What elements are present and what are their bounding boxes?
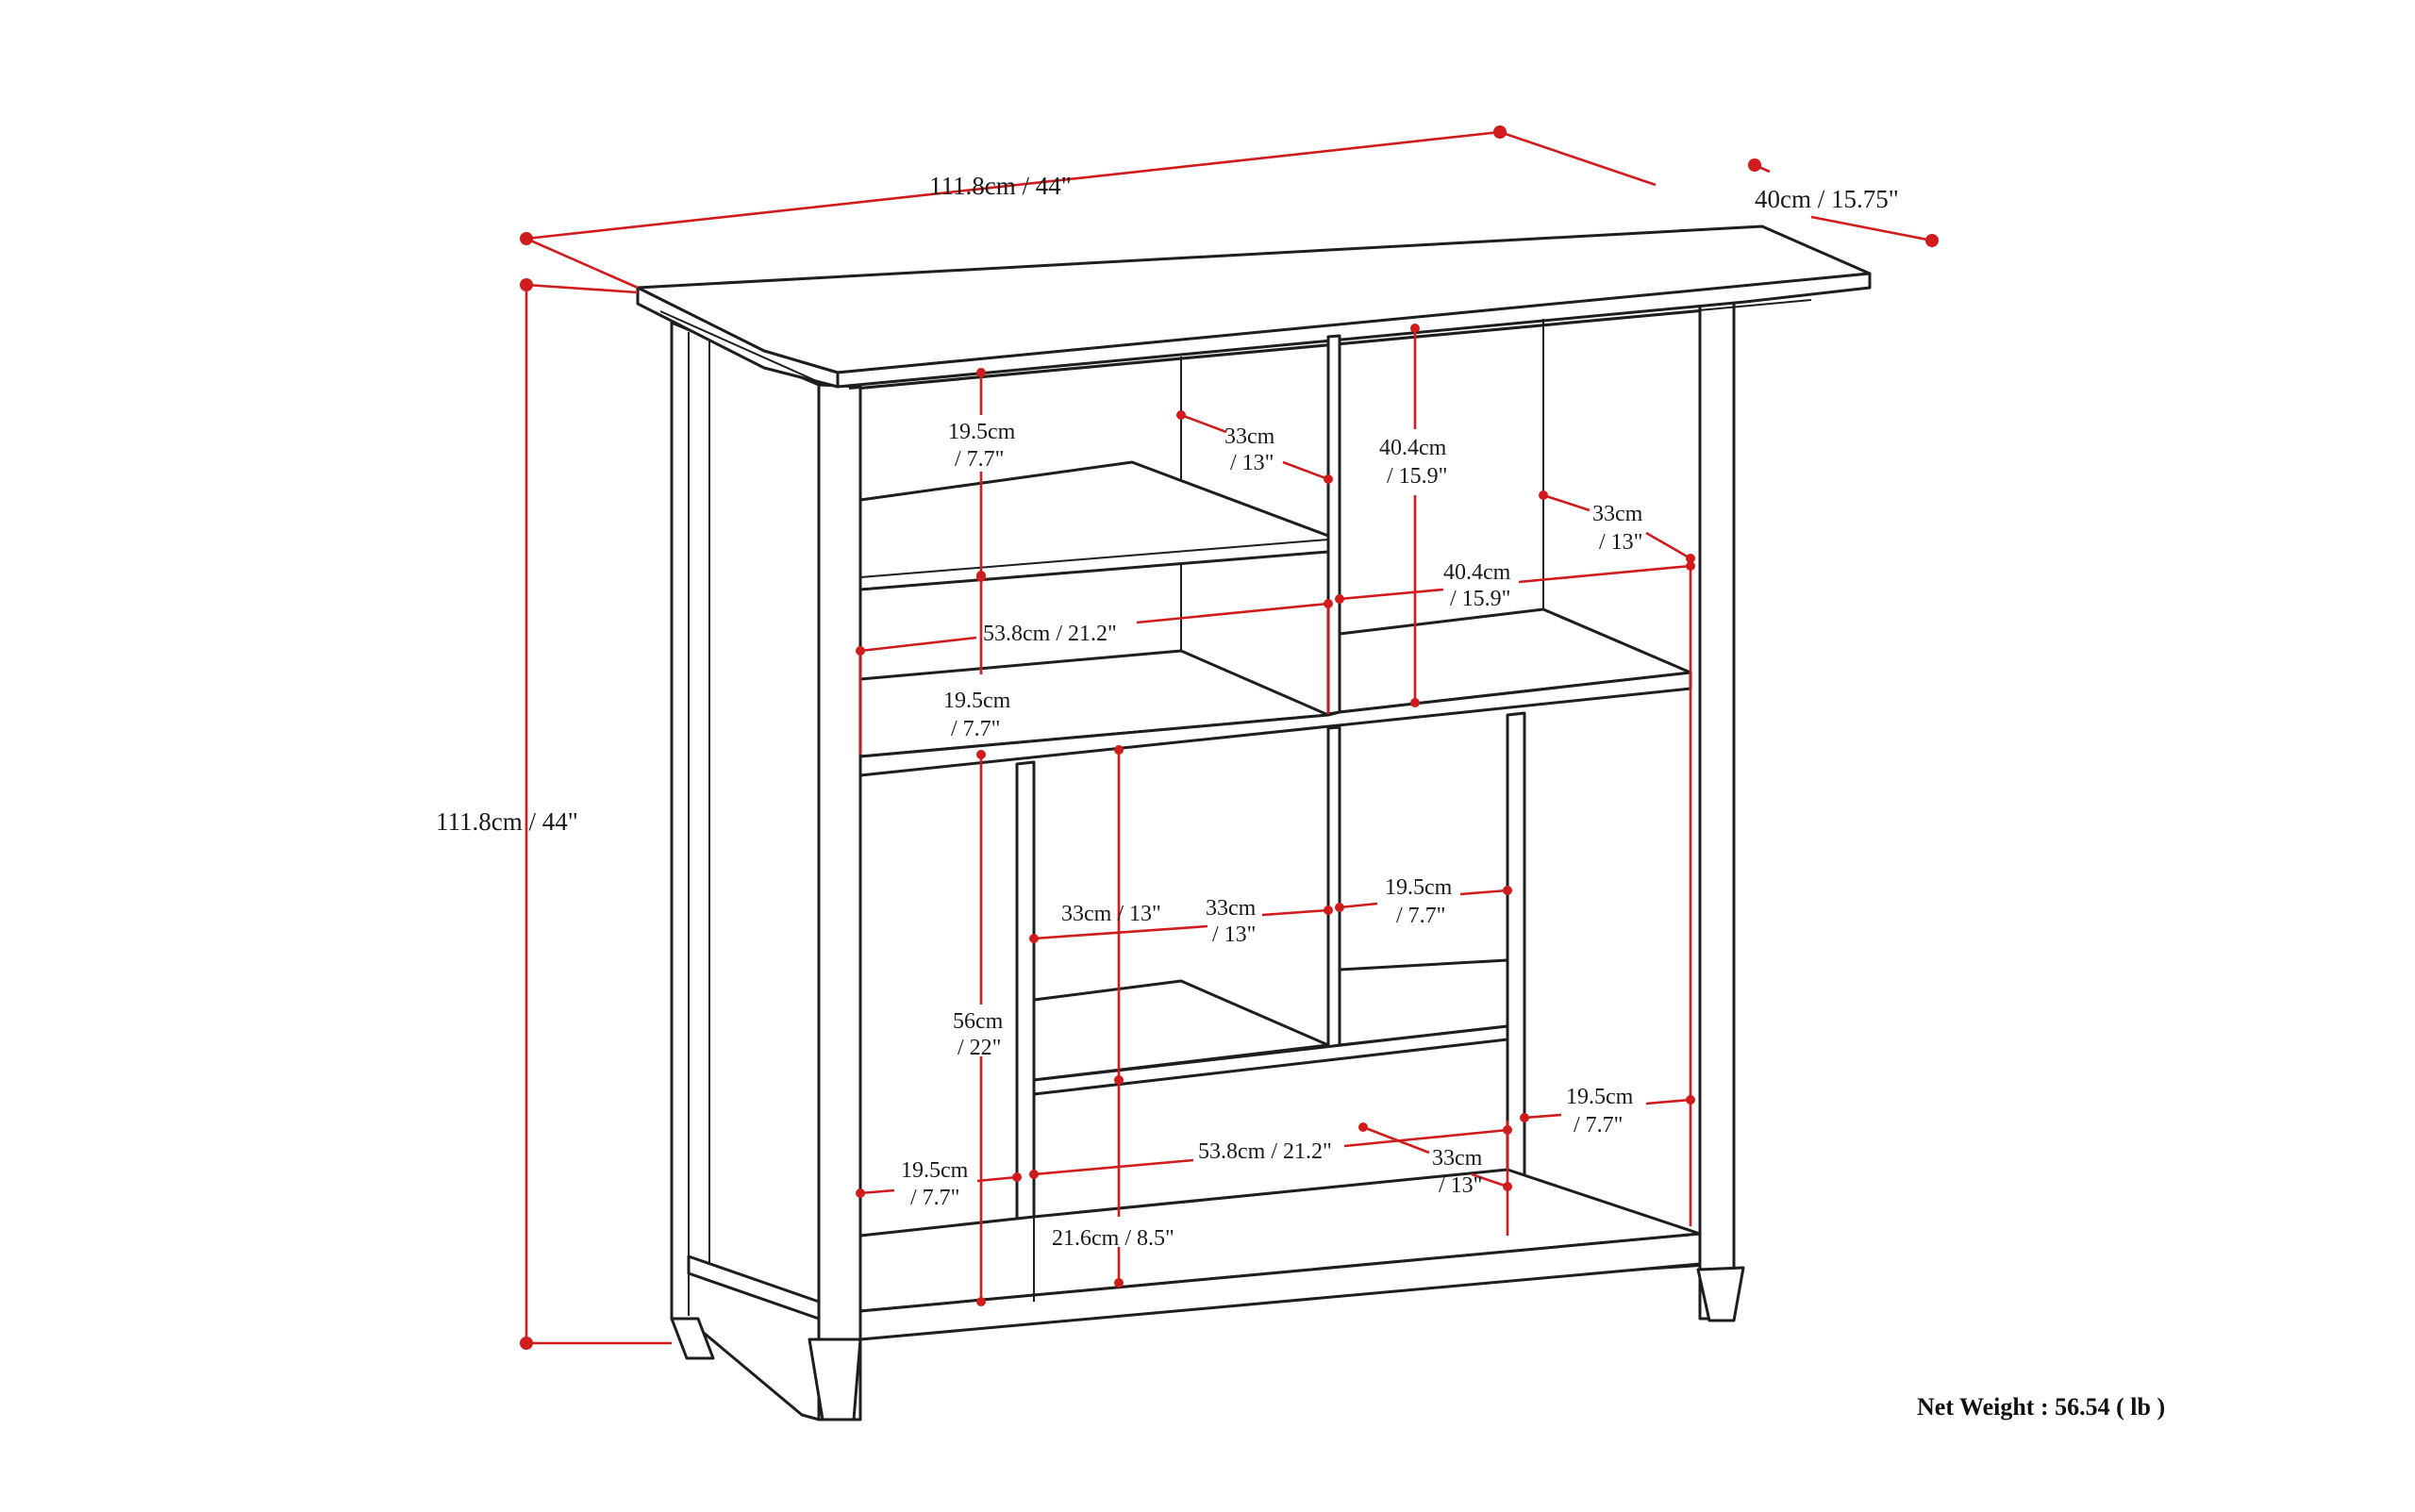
upper-left-top-depth-line1: 33cm: [1224, 424, 1275, 449]
upper-right-depth-line1: 33cm: [1592, 502, 1643, 526]
lower-right-width-line1: 19.5cm: [1566, 1085, 1634, 1109]
upper-left-top-height-line2: / 7.7": [955, 447, 1004, 472]
overall-height-label: 111.8cm / 44": [436, 807, 578, 836]
lower-left-width-line2: / 7.7": [910, 1186, 959, 1210]
lower-center-full-width-label: 53.8cm / 21.2": [1198, 1139, 1332, 1164]
lower-right-width-line2: / 7.7": [1574, 1113, 1623, 1138]
back-panel: [859, 309, 1701, 1322]
bottom-shelf: [858, 1168, 1702, 1313]
lower-right-divider: [1506, 711, 1526, 1247]
dimension-lines: [520, 125, 1939, 1350]
overall-width-label: 111.8cm / 44": [929, 172, 1072, 200]
upper-left-width-label: 53.8cm / 21.2": [983, 622, 1117, 646]
upper-left-lower-height-line1: 19.5cm: [943, 689, 1011, 713]
side-bottom-rail: [687, 1254, 821, 1321]
bottom-apron: [858, 1232, 1702, 1341]
lower-center-depth-a-label: 33cm / 13": [1061, 902, 1161, 926]
upper-left-lower-height-line2: / 7.7": [951, 717, 1000, 741]
depth-label: 40cm / 15.75": [1755, 185, 1899, 213]
upper-right-width-line1: 40.4cm: [1443, 560, 1511, 585]
upper-right-depth-line2: / 13": [1599, 530, 1642, 555]
upper-center-divider: [1326, 334, 1341, 716]
upper-left-top-depth-line2: / 13": [1230, 451, 1274, 475]
front-right-leg: [1696, 1266, 1745, 1322]
lower-center-depth-b-line1: 33cm: [1206, 896, 1257, 921]
front-right-post: [1698, 291, 1736, 1321]
lower-left-width-line1: 19.5cm: [901, 1158, 969, 1183]
back-left-leg: [670, 1317, 715, 1360]
bookcase-drawing: [636, 224, 1872, 1421]
top-side-edge: [836, 272, 1872, 389]
net-weight-label: Net Weight : 56.54 ( lb ): [1917, 1393, 2165, 1421]
upper-right-height-line2: / 15.9": [1387, 464, 1447, 489]
dimension-labels: 111.8cm / 44" 40cm / 15.75" 111.8cm / 44…: [436, 172, 2165, 1421]
lower-center-depth-b-line2: / 13": [1212, 922, 1256, 947]
upper-left-top-height-line1: 19.5cm: [948, 420, 1016, 444]
upper-left-shelf: [858, 460, 1330, 591]
left-side-panel: [670, 321, 821, 1421]
front-left-leg: [808, 1338, 862, 1421]
lower-right-depth-line2: / 13": [1439, 1173, 1482, 1198]
front-left-post: [817, 383, 862, 1421]
lower-center-shelf-front: [1032, 1024, 1509, 1096]
lower-center-shelf: [1032, 979, 1330, 1082]
upper-right-width-line2: / 15.9": [1450, 587, 1510, 611]
upper-right-height-line1: 40.4cm: [1379, 436, 1447, 460]
lower-center-height-label: 21.6cm / 8.5": [1052, 1226, 1174, 1251]
lower-center-divider: [1326, 725, 1341, 1049]
lower-left-height-line2: / 22": [958, 1036, 1001, 1060]
lower-left-height-line1: 56cm: [953, 1009, 1004, 1034]
lower-center-width-line2: / 7.7": [1396, 904, 1445, 928]
lower-right-depth-line1: 33cm: [1432, 1146, 1483, 1171]
lower-center-width-line1: 19.5cm: [1385, 875, 1453, 900]
